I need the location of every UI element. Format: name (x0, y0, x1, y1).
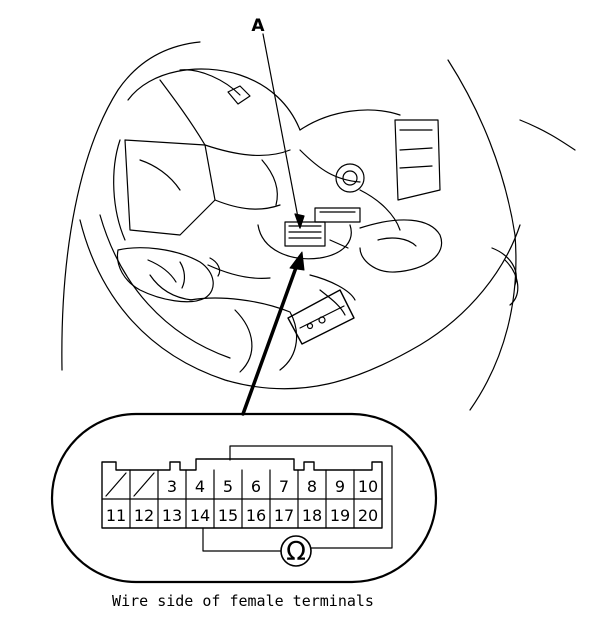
steering-hub (113, 68, 441, 241)
callout-label-a: A (251, 16, 265, 36)
pin-label-12: 12 (134, 506, 154, 525)
pin-label-18: 18 (302, 506, 322, 525)
airbag-connector (257, 207, 361, 260)
ohmmeter-icon: Ω (280, 535, 312, 567)
connector-bottom-row: 11 12 13 14 15 16 17 18 19 20 (106, 506, 378, 525)
blank-cavity-slash (105, 472, 127, 497)
pin-label-13: 13 (162, 506, 182, 525)
pin-label-7: 7 (279, 477, 289, 496)
pin-label-3: 3 (167, 477, 177, 496)
inset-leader-arrow (241, 251, 305, 416)
connector-face (101, 458, 383, 529)
pin-label-17: 17 (274, 506, 294, 525)
pin-label-9: 9 (335, 477, 345, 496)
pin-label-6: 6 (251, 477, 261, 496)
blank-cavity-slash (133, 472, 155, 497)
ohm-symbol: Ω (286, 537, 306, 567)
lower-spoke (116, 219, 517, 373)
inset-caption: Wire side of female terminals (112, 592, 374, 610)
callout-a (262, 33, 305, 229)
pin-label-11: 11 (106, 506, 126, 525)
pin-label-14: 14 (190, 506, 210, 525)
connector-inset (50, 412, 438, 584)
pin-label-10: 10 (358, 477, 378, 496)
meter-test-leads (202, 445, 393, 552)
pin-label-5: 5 (223, 477, 233, 496)
pin-label-19: 19 (330, 506, 350, 525)
steering-wheel-rim (61, 41, 576, 411)
pin-label-15: 15 (218, 506, 238, 525)
pin-label-4: 4 (195, 477, 205, 496)
pin-label-20: 20 (358, 506, 378, 525)
pin-label-8: 8 (307, 477, 317, 496)
pin-label-16: 16 (246, 506, 266, 525)
